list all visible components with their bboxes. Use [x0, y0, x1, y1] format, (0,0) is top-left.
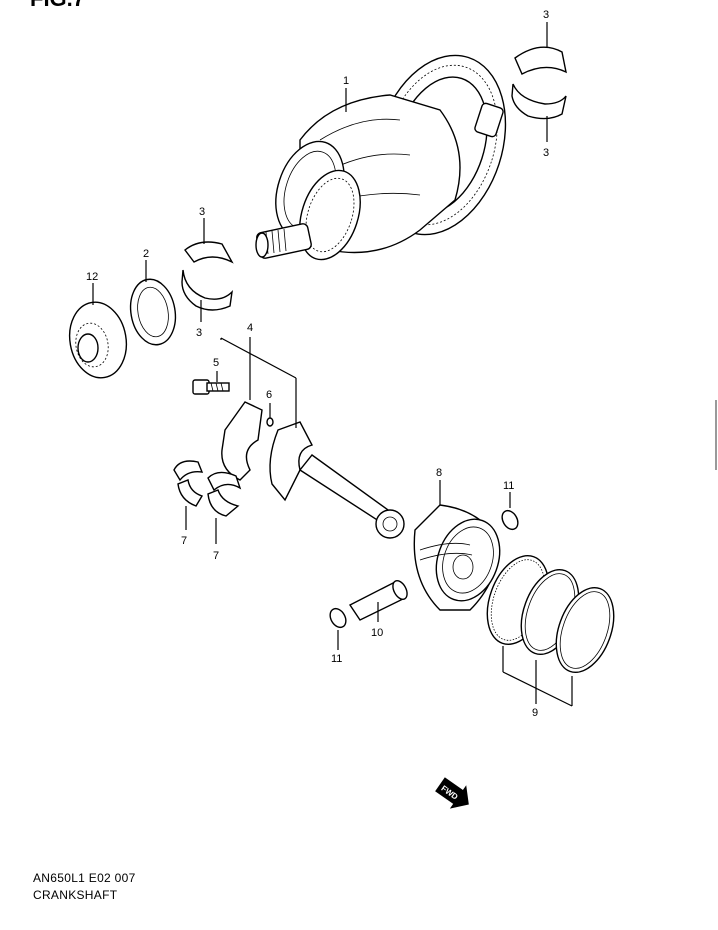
crankshaft [255, 54, 507, 261]
crank-bearing-upper-right [511, 46, 567, 120]
callout-11a: 11 [503, 480, 514, 492]
piston [413, 504, 501, 611]
callout-3b: 3 [543, 147, 549, 159]
connecting-rod [221, 401, 405, 539]
fwd-arrow-icon: FWD [435, 777, 469, 809]
crank-bearing-left [181, 241, 234, 311]
piston-pin-clip-upper [501, 509, 519, 531]
thrust-washer [129, 278, 177, 346]
callout-2: 2 [143, 248, 149, 260]
piston-pin-clip-lower [329, 607, 347, 629]
dowel-pin [266, 417, 274, 427]
callout-7a: 7 [181, 535, 187, 547]
callout-12: 12 [86, 271, 98, 283]
callout-11b: 11 [331, 653, 342, 665]
leader-lines [92, 22, 573, 707]
conrod-bearing-b [207, 471, 242, 517]
callout-8: 8 [436, 467, 442, 479]
conrod-bolt [192, 379, 230, 395]
callout-3c: 3 [199, 206, 205, 218]
callout-5: 5 [213, 357, 219, 369]
footer-code: AN650L1 E02 007 [33, 871, 136, 885]
footer-title: CRANKSHAFT [33, 888, 118, 902]
callout-4: 4 [247, 322, 253, 334]
callout-7b: 7 [213, 550, 219, 562]
figure-title: FIG.7 [30, 0, 85, 11]
conrod-bearing-a [173, 460, 204, 507]
piston-rings [486, 555, 615, 673]
callout-1: 1 [343, 75, 349, 87]
callout-3d: 3 [196, 327, 202, 339]
callout-6: 6 [266, 389, 272, 401]
callout-10: 10 [371, 627, 383, 639]
primary-drive-gear [68, 301, 128, 379]
callout-3a: 3 [543, 9, 549, 21]
callout-9: 9 [532, 707, 538, 719]
piston-pin [348, 580, 408, 621]
callout-labels: 1 3 3 3 3 2 12 4 5 6 7 7 8 11 11 10 9 [86, 9, 549, 719]
